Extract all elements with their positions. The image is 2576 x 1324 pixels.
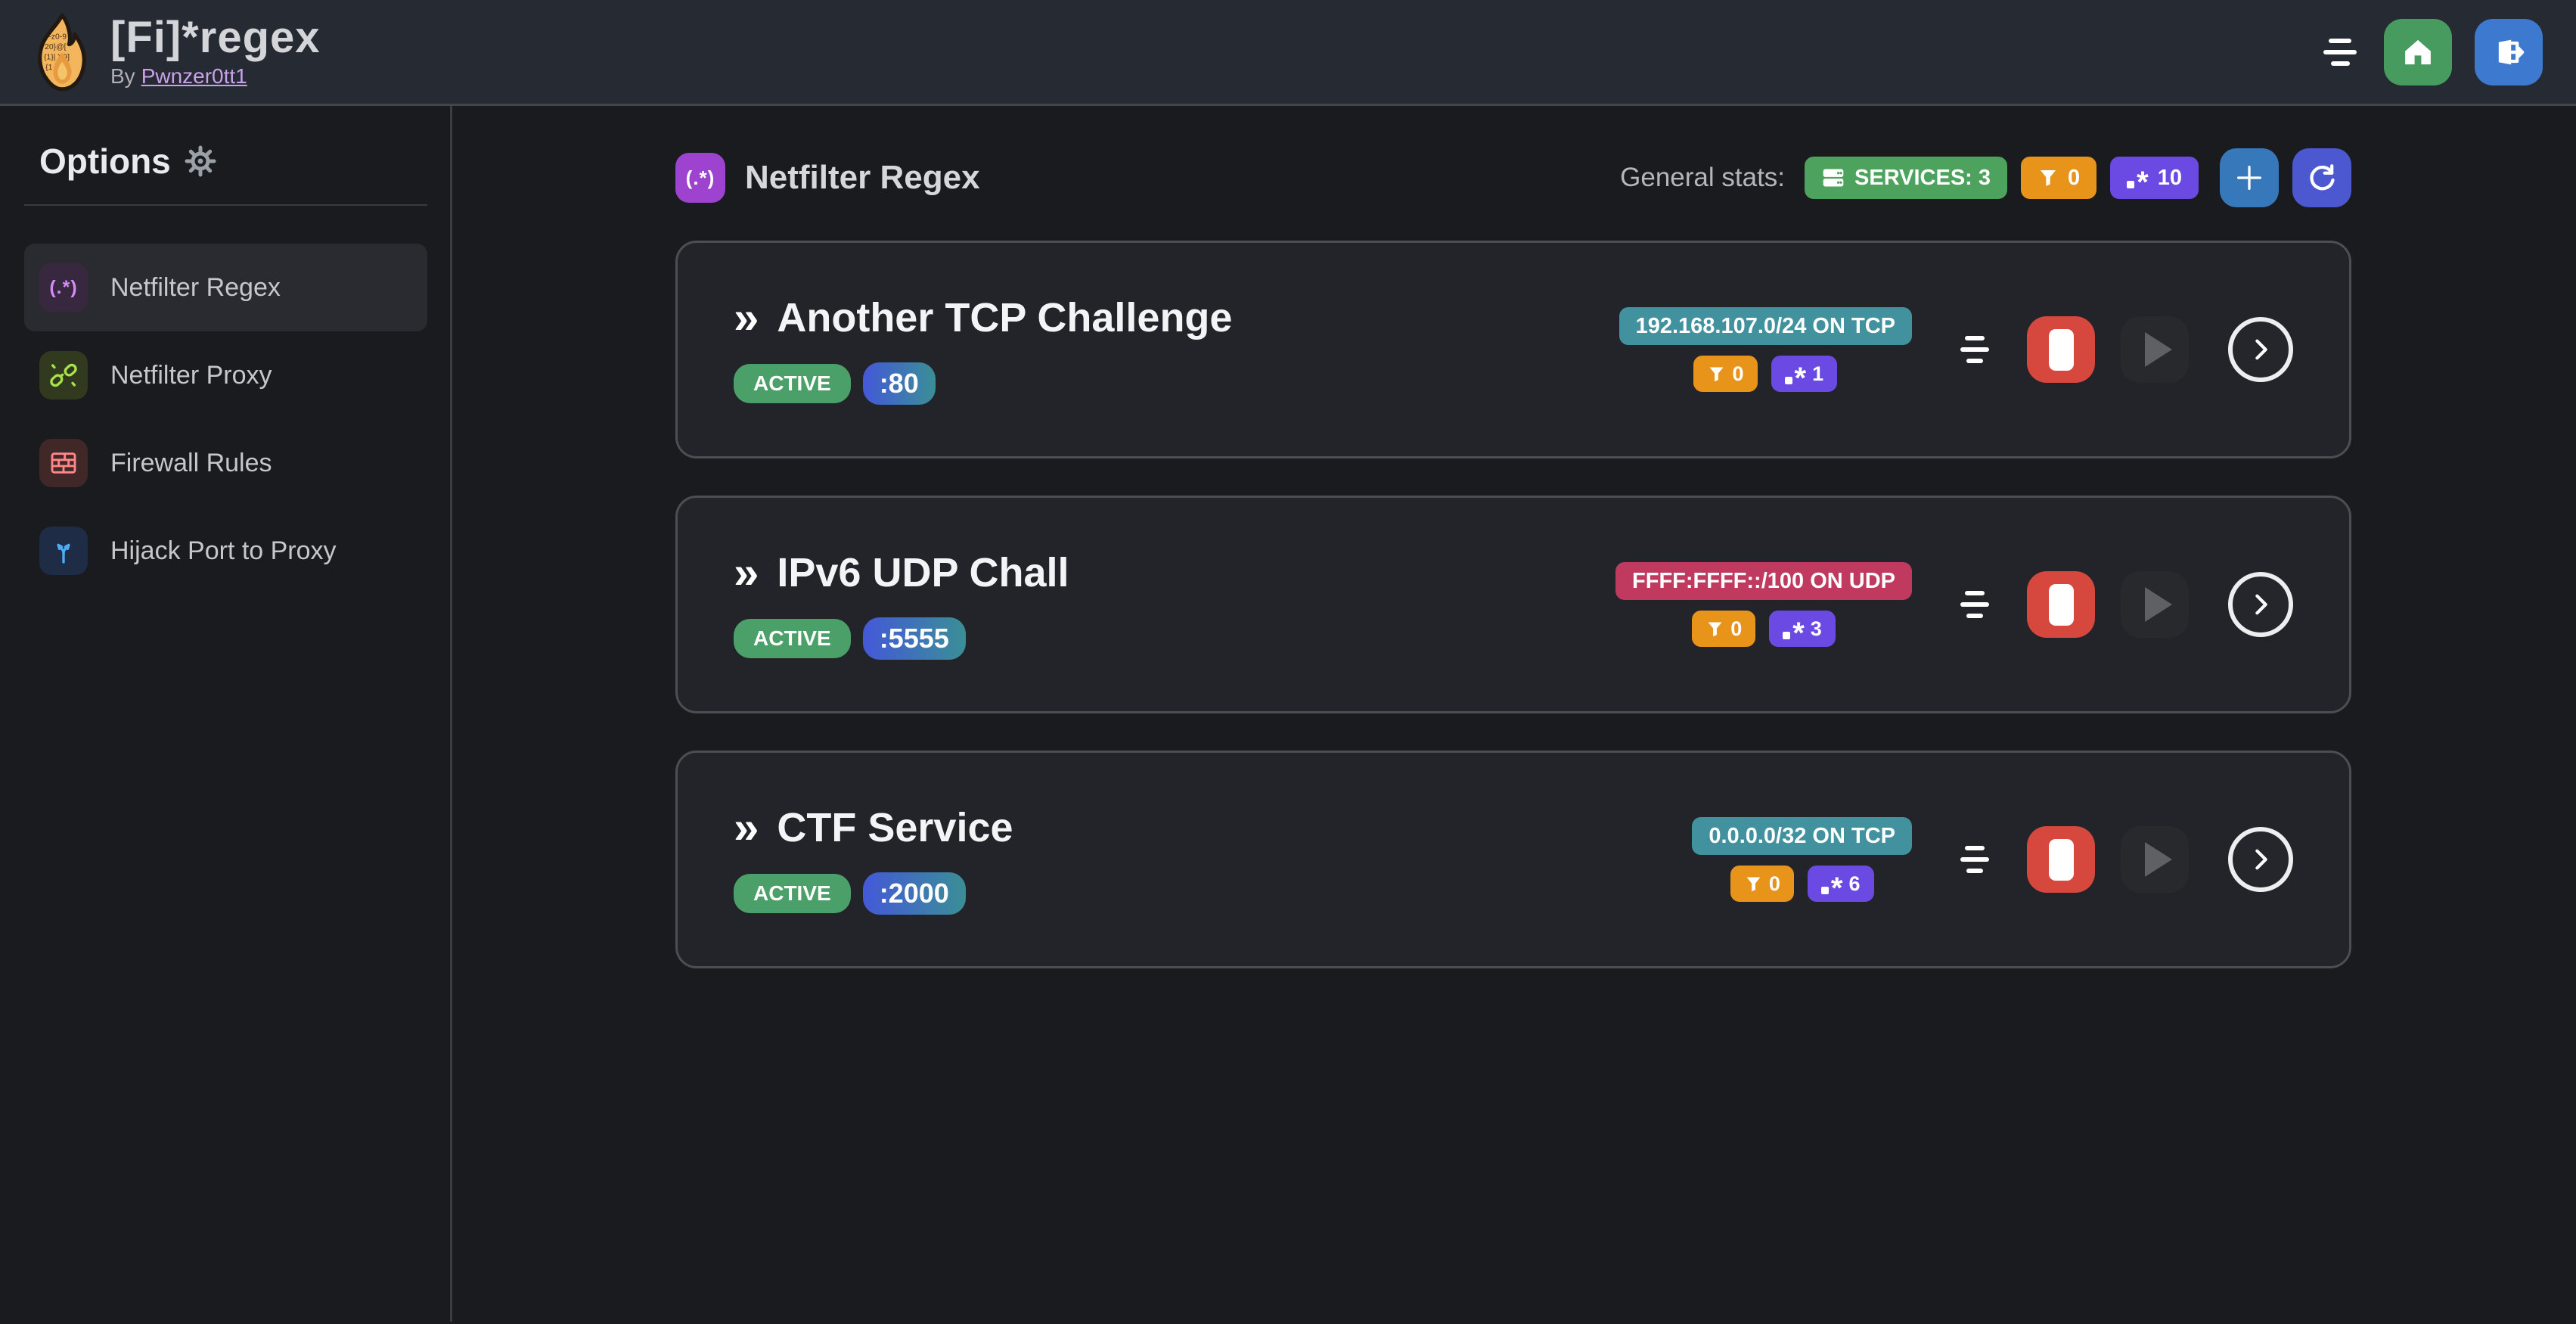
services-count-badge: SERVICES: 3 <box>1805 157 2008 199</box>
service-details-button[interactable] <box>2228 572 2293 637</box>
play-icon <box>2145 842 2172 877</box>
play-button[interactable] <box>2121 316 2189 383</box>
filter-count-badge: 0 <box>1730 866 1794 902</box>
sidebar-item-firewall-rules[interactable]: Firewall Rules <box>24 419 427 507</box>
server-icon <box>1823 169 1844 187</box>
sidebar-item-netfilter-proxy[interactable]: Netfilter Proxy <box>24 331 427 419</box>
filter-count-badge: 0 <box>1692 611 1756 647</box>
page-title: Netfilter Regex <box>745 159 980 196</box>
service-details-button[interactable] <box>2228 827 2293 892</box>
double-chevron-icon: » <box>734 802 759 853</box>
chevron-right-icon <box>2255 339 2267 360</box>
service-menu-icon[interactable] <box>1956 331 1994 368</box>
sidebar-item-netfilter-regex[interactable]: (.*) Netfilter Regex <box>24 244 427 331</box>
regex-dot-star-icon: * <box>1783 616 1805 648</box>
service-menu-icon[interactable] <box>1956 841 1994 878</box>
app-title: [Fi]*regex <box>110 12 321 62</box>
play-icon <box>2145 587 2172 622</box>
service-card: » IPv6 UDP Chall ACTIVE :5555 FFFF:FFFF:… <box>675 496 2351 713</box>
regex-dot-star-icon: * <box>1820 871 1842 903</box>
regex-dot-star-icon: * <box>1784 361 1806 393</box>
filters-count-badge: 0 <box>2021 157 2097 199</box>
play-button[interactable] <box>2121 826 2189 893</box>
sidebar-item-hijack-port[interactable]: Hijack Port to Proxy <box>24 507 427 595</box>
fork-arrows-icon <box>39 527 88 575</box>
navbar: -z0-9 20}@[ {1}| )-9] {1 z] [Fi]*regex B… <box>0 0 2576 106</box>
author-link[interactable]: Pwnzer0tt1 <box>141 64 247 89</box>
stop-button[interactable] <box>2027 316 2095 383</box>
port-badge: :2000 <box>862 872 966 915</box>
regex-count-badge: * 3 <box>1769 611 1836 648</box>
status-badge: ACTIVE <box>734 619 851 658</box>
refresh-button[interactable] <box>2292 148 2351 207</box>
filter-icon <box>2040 169 2056 186</box>
svg-text:-z0-9: -z0-9 <box>48 33 67 41</box>
double-chevron-icon: » <box>734 547 759 598</box>
status-badge: ACTIVE <box>734 364 851 403</box>
plus-icon <box>2236 165 2262 191</box>
stats-label: General stats: <box>1620 163 1786 192</box>
general-stats: General stats: SERVICES <box>1620 148 2351 207</box>
chevron-right-icon <box>2255 594 2267 615</box>
regex-count-badge: * 6 <box>1807 866 1874 903</box>
sidebar-menu: (.*) Netfilter Regex Netfilter Proxy <box>24 244 427 595</box>
filter-icon <box>1710 367 1724 381</box>
stop-icon <box>2048 583 2074 626</box>
port-badge: :5555 <box>862 617 966 660</box>
port-badge: :80 <box>862 362 936 405</box>
address-badge: FFFF:FFFF::/100 ON UDP <box>1615 562 1912 600</box>
home-icon <box>2405 39 2431 64</box>
regex-count-badge: * 1 <box>1771 356 1838 393</box>
address-badge: 192.168.107.0/24 ON TCP <box>1619 307 1912 345</box>
status-badge: ACTIVE <box>734 874 851 913</box>
svg-text:{1}| )-9]: {1}| )-9] <box>44 53 70 61</box>
filter-icon <box>1708 622 1722 636</box>
stop-icon <box>2048 328 2074 371</box>
service-name: CTF Service <box>777 805 1013 850</box>
address-badge: 0.0.0.0/32 ON TCP <box>1692 817 1912 855</box>
regexes-count-badge: * 10 <box>2110 157 2199 199</box>
service-menu-icon[interactable] <box>1956 586 1994 623</box>
regex-icon: (.*) <box>39 263 88 312</box>
page-header: (.*) Netfilter Regex General stats: <box>675 148 2351 207</box>
play-icon <box>2145 332 2172 367</box>
brand: -z0-9 20}@[ {1}| )-9] {1 z] [Fi]*regex B… <box>33 13 321 92</box>
svg-text:20}@[: 20}@[ <box>45 42 67 51</box>
stop-icon <box>2048 838 2074 881</box>
netfilter-regex-icon: (.*) <box>675 153 725 203</box>
service-details-button[interactable] <box>2228 317 2293 382</box>
proxy-chain-icon <box>39 351 88 399</box>
add-service-button[interactable] <box>2220 148 2279 207</box>
double-chevron-icon: » <box>734 292 759 343</box>
options-title: Options <box>24 141 427 182</box>
main-content: (.*) Netfilter Regex General stats: <box>452 106 2576 1322</box>
filter-icon <box>1746 877 1761 891</box>
regex-dot-star-icon: * <box>2127 165 2149 197</box>
gear-icon <box>185 145 216 177</box>
play-button[interactable] <box>2121 571 2189 638</box>
brick-wall-icon <box>39 439 88 487</box>
logout-icon <box>2498 39 2525 64</box>
nav-menu-icon[interactable] <box>2319 34 2361 70</box>
stop-button[interactable] <box>2027 826 2095 893</box>
filter-count-badge: 0 <box>1693 356 1758 392</box>
service-card: » CTF Service ACTIVE :2000 0.0.0.0/32 ON… <box>675 751 2351 968</box>
logout-button[interactable] <box>2475 18 2543 85</box>
chevron-right-icon <box>2255 849 2267 870</box>
home-button[interactable] <box>2384 18 2452 85</box>
sidebar-divider <box>24 204 427 206</box>
stop-button[interactable] <box>2027 571 2095 638</box>
flame-logo-icon: -z0-9 20}@[ {1}| )-9] {1 z] <box>38 13 86 91</box>
refresh-icon <box>2310 164 2335 191</box>
service-name: Another TCP Challenge <box>777 295 1233 340</box>
service-name: IPv6 UDP Chall <box>777 550 1069 595</box>
service-list: » Another TCP Challenge ACTIVE :80 192.1… <box>675 241 2351 968</box>
sidebar: Options (.*) Netfilter Regex <box>0 106 452 1322</box>
service-card: » Another TCP Challenge ACTIVE :80 192.1… <box>675 241 2351 458</box>
